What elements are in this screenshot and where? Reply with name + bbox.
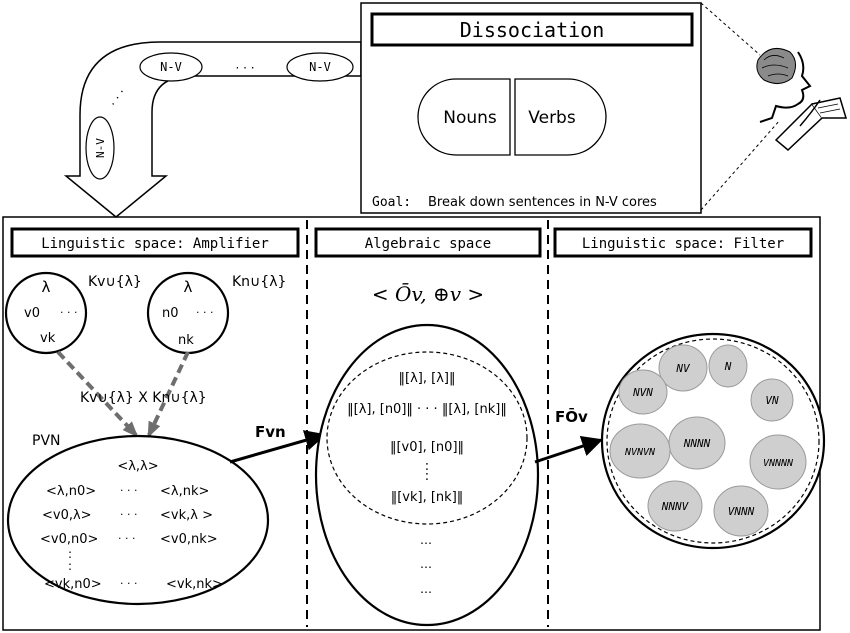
- pair-lambda-lambda: <λ,λ>: [117, 459, 158, 474]
- pair-lambda-n0: <λ,n0>: [46, 484, 96, 499]
- nv-core-token: [286, 52, 354, 82]
- core-bubble-label: VN: [765, 394, 779, 407]
- fo-label: FŌv: [555, 406, 588, 426]
- norm-vk-nk: ‖[vk], [nk]‖: [391, 490, 464, 505]
- verbs-capsule: [514, 78, 607, 156]
- core-bubble: [708, 344, 748, 388]
- noun-set: λ n0 · · · nk Kn∪{λ}: [146, 271, 286, 355]
- algebraic-title: Algebraic space: [365, 236, 491, 252]
- pvn-label: PVN: [32, 433, 61, 449]
- nouns-capsule: [417, 78, 511, 156]
- core-bubble-label: NVNVN: [624, 447, 656, 458]
- set-continuation-dots: …: [420, 533, 432, 547]
- goal-prefix: Goal:: [372, 195, 411, 210]
- verb-set-last: vk: [40, 331, 56, 346]
- core-bubble-label: VNNN: [728, 505, 755, 518]
- norm-vertical-dots: :: [425, 469, 429, 484]
- nv-core-token: [139, 52, 203, 82]
- nv-pipe: N-V · · · N-V · · · N-V: [63, 41, 362, 218]
- noun-set-last: nk: [178, 333, 194, 348]
- core-bubble: [750, 378, 794, 422]
- verb-set-lambda: λ: [42, 278, 51, 296]
- set-continuation-dots: …: [420, 582, 432, 596]
- core-bubble: [609, 423, 671, 479]
- noun-set-dots: · · ·: [196, 306, 213, 319]
- fo-arrow: [534, 436, 603, 464]
- nv-core-token-label: N-V: [309, 60, 331, 74]
- core-bubble-label: VNNNN: [763, 458, 794, 469]
- filter-title-box: Linguistic space: Filter: [553, 227, 813, 258]
- verbs-label: Verbs: [528, 108, 576, 128]
- core-bubble: [618, 369, 668, 415]
- product-label: Kv∪{λ} X Kn∪{λ}: [80, 390, 207, 406]
- core-bubble-label: N: [724, 360, 732, 373]
- zoom-lines: [700, 2, 781, 211]
- algebraic-structure: < Ōv, ⊕v >: [372, 282, 484, 306]
- pair-row-dots: · · ·: [120, 577, 137, 590]
- core-bubble-label: NV: [675, 362, 691, 375]
- pair-row-dots: · · ·: [120, 484, 137, 497]
- core-bubble-label: NVN: [632, 386, 653, 399]
- pvn-set: PVN <λ,λ> <λ,n0> · · · <λ,nk> <v0,λ> · ·…: [6, 433, 270, 606]
- core-bubble: [749, 434, 807, 490]
- pair-vertical-dots: :: [68, 559, 72, 573]
- norm-vertical-dots: :: [425, 459, 429, 474]
- pair-vk-nk: <vk,nk>: [166, 577, 223, 592]
- norm-lambda-lambda: ‖[λ], [λ]‖: [399, 371, 456, 386]
- verb-set-arrow: [56, 350, 139, 438]
- norm-v0-n0: ‖[v0], [n0]‖: [390, 440, 464, 455]
- noun-set-lambda: λ: [184, 278, 193, 296]
- dissociation-title: Dissociation: [460, 18, 605, 42]
- core-bubble-label: NNNV: [661, 500, 690, 513]
- pair-row-dots: · · ·: [120, 508, 137, 521]
- fvn-arrow: [229, 430, 327, 464]
- verb-set-dots: · · ·: [60, 306, 77, 319]
- pair-lambda-nk: <λ,nk>: [160, 484, 209, 499]
- core-bubble-label: NNNN: [683, 437, 711, 450]
- nv-core-token-label: N-V: [94, 138, 107, 158]
- pair-v0-nk: <v0,nk>: [160, 532, 218, 547]
- core-bubble: [658, 344, 708, 392]
- noun-set-label: Kn∪{λ}: [232, 274, 286, 290]
- dissociation-box: Dissociation Nouns Verbs Goal: Break dow…: [360, 2, 702, 214]
- fvn-label: Fvn: [255, 423, 286, 441]
- norm-lambda-n-row: ‖[λ], [n0]‖ · · · ‖[λ], [nk]‖: [347, 402, 507, 417]
- core-bubble: [713, 485, 769, 537]
- verb-set: λ v0 · · · vk Kv∪{λ}: [4, 271, 142, 355]
- core-bubble: [647, 480, 703, 532]
- nv-core-token: [85, 116, 115, 180]
- pair-row-dots: · · ·: [118, 532, 135, 545]
- nouns-label: Nouns: [443, 108, 497, 128]
- amplifier-title-box: Linguistic space: Amplifier: [10, 227, 300, 258]
- filter-title: Linguistic space: Filter: [582, 236, 784, 252]
- goal-text: Break down sentences in N-V cores: [428, 195, 657, 210]
- reader-figure-icon: [756, 47, 848, 152]
- verb-set-label: Kv∪{λ}: [88, 274, 142, 290]
- pair-vk-n0: <vk,n0>: [44, 577, 102, 592]
- nv-core-token-label: N-V: [160, 60, 182, 74]
- pipe-ellipsis: · · ·: [235, 61, 254, 75]
- algebraic-title-box: Algebraic space: [314, 227, 542, 258]
- verb-set-first: v0: [24, 306, 40, 321]
- pair-vk-lambda: <vk,λ >: [160, 508, 213, 523]
- pair-v0-n0: <v0,n0>: [40, 532, 98, 547]
- algebraic-set: ‖[λ], [λ]‖ ‖[λ], [n0]‖ · · · ‖[λ], [nk]‖…: [314, 323, 540, 627]
- pair-vertical-dots: :: [68, 547, 72, 561]
- noun-set-first: n0: [162, 306, 179, 321]
- pair-v0-lambda: <v0,λ>: [42, 508, 92, 523]
- noun-set-arrow: [147, 351, 190, 438]
- amplifier-title: Linguistic space: Amplifier: [41, 236, 269, 252]
- set-continuation-dots: …: [420, 557, 432, 571]
